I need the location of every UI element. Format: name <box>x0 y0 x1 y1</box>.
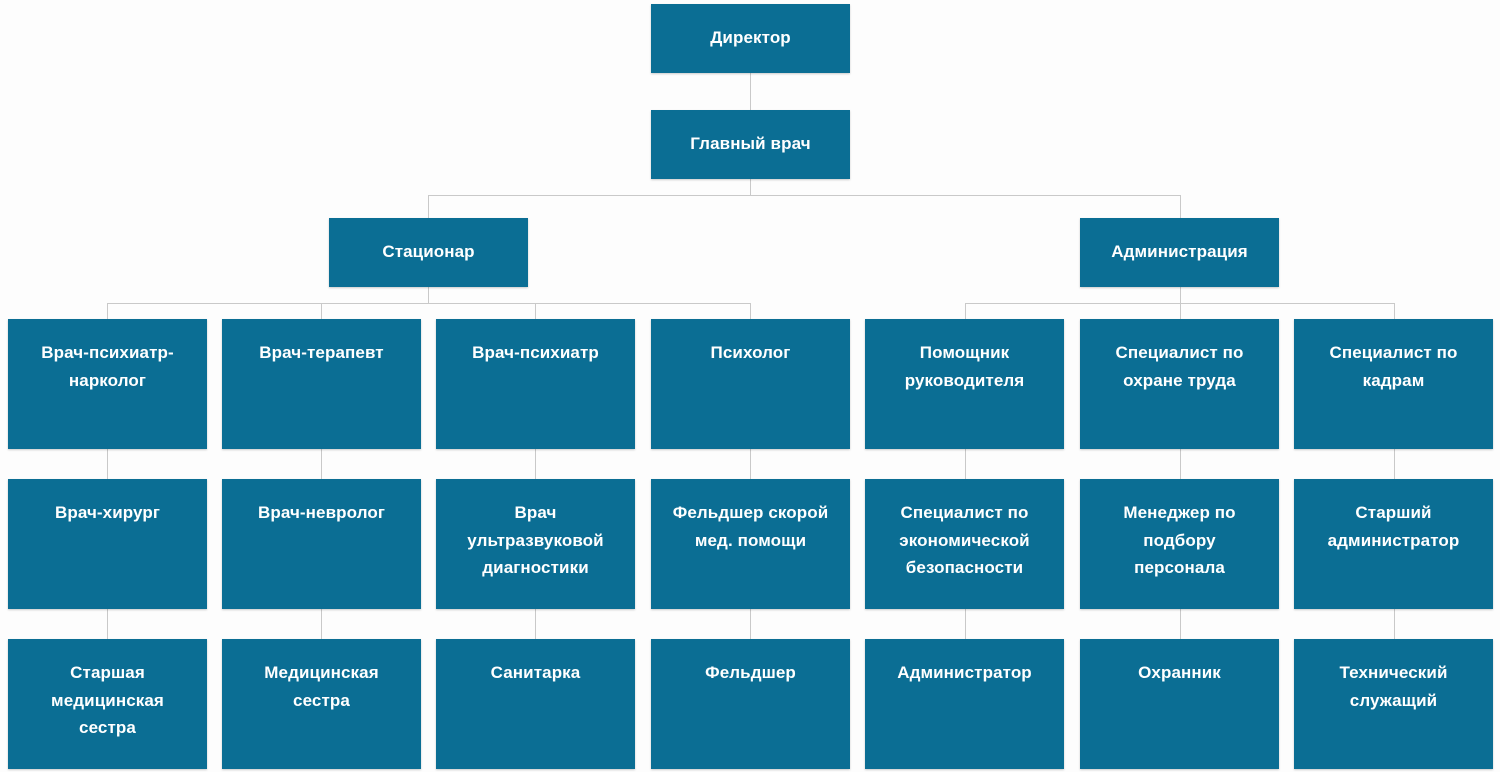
node-label: Менеджер по подбору персонала <box>1123 503 1236 578</box>
node-label: Медицинская сестра <box>264 663 379 710</box>
node-row5-7-технический-служащий[interactable]: Технический служащий <box>1294 639 1493 769</box>
node-row5-3-санитарка[interactable]: Санитарка <box>436 639 635 769</box>
node-row4-3-врач-ультразвуковой-диагностики[interactable]: Врач ультразвуковой диагностики <box>436 479 635 609</box>
node-label: Врач ультразвуковой диагностики <box>467 503 604 578</box>
node-row5-5-администратор[interactable]: Администратор <box>865 639 1064 769</box>
connector-r3-r4-col3 <box>535 449 536 479</box>
connector-r4-r5-col4 <box>750 609 751 639</box>
connector-r4-r5-col3 <box>535 609 536 639</box>
node-row5-1-старшая-медицинская-сестра[interactable]: Старшая медицинская сестра <box>8 639 207 769</box>
connector-r4-r5-col7 <box>1394 609 1395 639</box>
connector-admin-drop-2 <box>1180 303 1181 319</box>
connector-r3-r4-col6 <box>1180 449 1181 479</box>
node-label: Психолог <box>710 343 791 362</box>
node-label: Старший администратор <box>1327 503 1460 550</box>
node-row4-2-врач-невролог[interactable]: Врач-невролог <box>222 479 421 609</box>
connector-hospital-drop-4 <box>750 303 751 319</box>
connector-r3-r4-col4 <box>750 449 751 479</box>
node-row4-5-специалист-по-экономической-безопасности[interactable]: Специалист по экономической безопасности <box>865 479 1064 609</box>
connector-hospital-bus <box>107 303 750 304</box>
node-label: Специалист по охране труда <box>1115 343 1244 390</box>
connector-level2-bus <box>428 195 1180 196</box>
node-label: Врач-психиатр <box>472 343 599 362</box>
node-label: Администратор <box>897 663 1032 682</box>
connector-admin-drop-3 <box>1394 303 1395 319</box>
node-label: Санитарка <box>490 663 581 682</box>
node-row5-6-охранник[interactable]: Охранник <box>1080 639 1279 769</box>
connector-hospital-stem-down <box>428 287 429 303</box>
node-label: Фельдшер скорой мед. помощи <box>672 503 829 550</box>
node-director[interactable]: Директор <box>651 4 850 73</box>
connector-r4-r5-col5 <box>965 609 966 639</box>
connector-r3-r4-col1 <box>107 449 108 479</box>
node-row3-6-специалист-по-охране-труда[interactable]: Специалист по охране труда <box>1080 319 1279 449</box>
connector-director-to-chief <box>750 73 751 110</box>
node-row5-4-фельдшер[interactable]: Фельдшер <box>651 639 850 769</box>
connector-bus-to-hospital <box>428 195 429 218</box>
connector-admin-stem-down <box>1180 287 1181 303</box>
node-row4-4-фельдшер-скорой-мед-помощи[interactable]: Фельдшер скорой мед. помощи <box>651 479 850 609</box>
node-row5-2-медицинская-сестра[interactable]: Медицинская сестра <box>222 639 421 769</box>
node-label: Охранник <box>1138 663 1221 682</box>
node-label: Специалист по кадрам <box>1329 343 1458 390</box>
node-label: Главный врач <box>690 134 811 153</box>
node-label: Помощник руководителя <box>904 343 1025 390</box>
connector-chief-stem-down <box>750 179 751 195</box>
connector-r3-r4-col7 <box>1394 449 1395 479</box>
node-label: Врач-невролог <box>257 503 386 522</box>
node-hospital[interactable]: Стационар <box>329 218 528 287</box>
connector-r4-r5-col6 <box>1180 609 1181 639</box>
connector-r4-r5-col1 <box>107 609 108 639</box>
node-chief-doctor[interactable]: Главный врач <box>651 110 850 179</box>
node-row3-3-врач-психиатр[interactable]: Врач-психиатр <box>436 319 635 449</box>
node-label: Врач-психиатр- нарколог <box>41 343 174 390</box>
node-row3-2-врач-терапевт[interactable]: Врач-терапевт <box>222 319 421 449</box>
connector-hospital-drop-3 <box>535 303 536 319</box>
node-row3-7-специалист-по-кадрам[interactable]: Специалист по кадрам <box>1294 319 1493 449</box>
node-label: Врач-хирург <box>54 503 161 522</box>
connector-hospital-drop-2 <box>321 303 322 319</box>
node-administration[interactable]: Администрация <box>1080 218 1279 287</box>
node-row3-5-помощник-руководителя[interactable]: Помощник руководителя <box>865 319 1064 449</box>
node-row3-1-врач-психиатр-нарколог[interactable]: Врач-психиатр- нарколог <box>8 319 207 449</box>
node-label: Администрация <box>1111 242 1248 261</box>
node-label: Технический служащий <box>1339 663 1448 710</box>
node-row4-6-менеджер-по-подбору-персонала[interactable]: Менеджер по подбору персонала <box>1080 479 1279 609</box>
connector-bus-to-administration <box>1180 195 1181 218</box>
connector-r3-r4-col2 <box>321 449 322 479</box>
connector-hospital-drop-1 <box>107 303 108 319</box>
node-label: Стационар <box>382 242 475 261</box>
connector-admin-drop-1 <box>965 303 966 319</box>
node-row4-7-старший-администратор[interactable]: Старший администратор <box>1294 479 1493 609</box>
node-label: Директор <box>710 28 791 47</box>
node-label: Специалист по экономической безопасности <box>899 503 1030 578</box>
node-label: Фельдшер <box>705 663 796 682</box>
node-label: Старшая медицинская сестра <box>51 663 164 738</box>
connector-admin-bus <box>965 303 1394 304</box>
node-label: Врач-терапевт <box>259 343 384 362</box>
node-row4-1-врач-хирург[interactable]: Врач-хирург <box>8 479 207 609</box>
node-row3-4-психолог[interactable]: Психолог <box>651 319 850 449</box>
connector-r4-r5-col2 <box>321 609 322 639</box>
connector-r3-r4-col5 <box>965 449 966 479</box>
